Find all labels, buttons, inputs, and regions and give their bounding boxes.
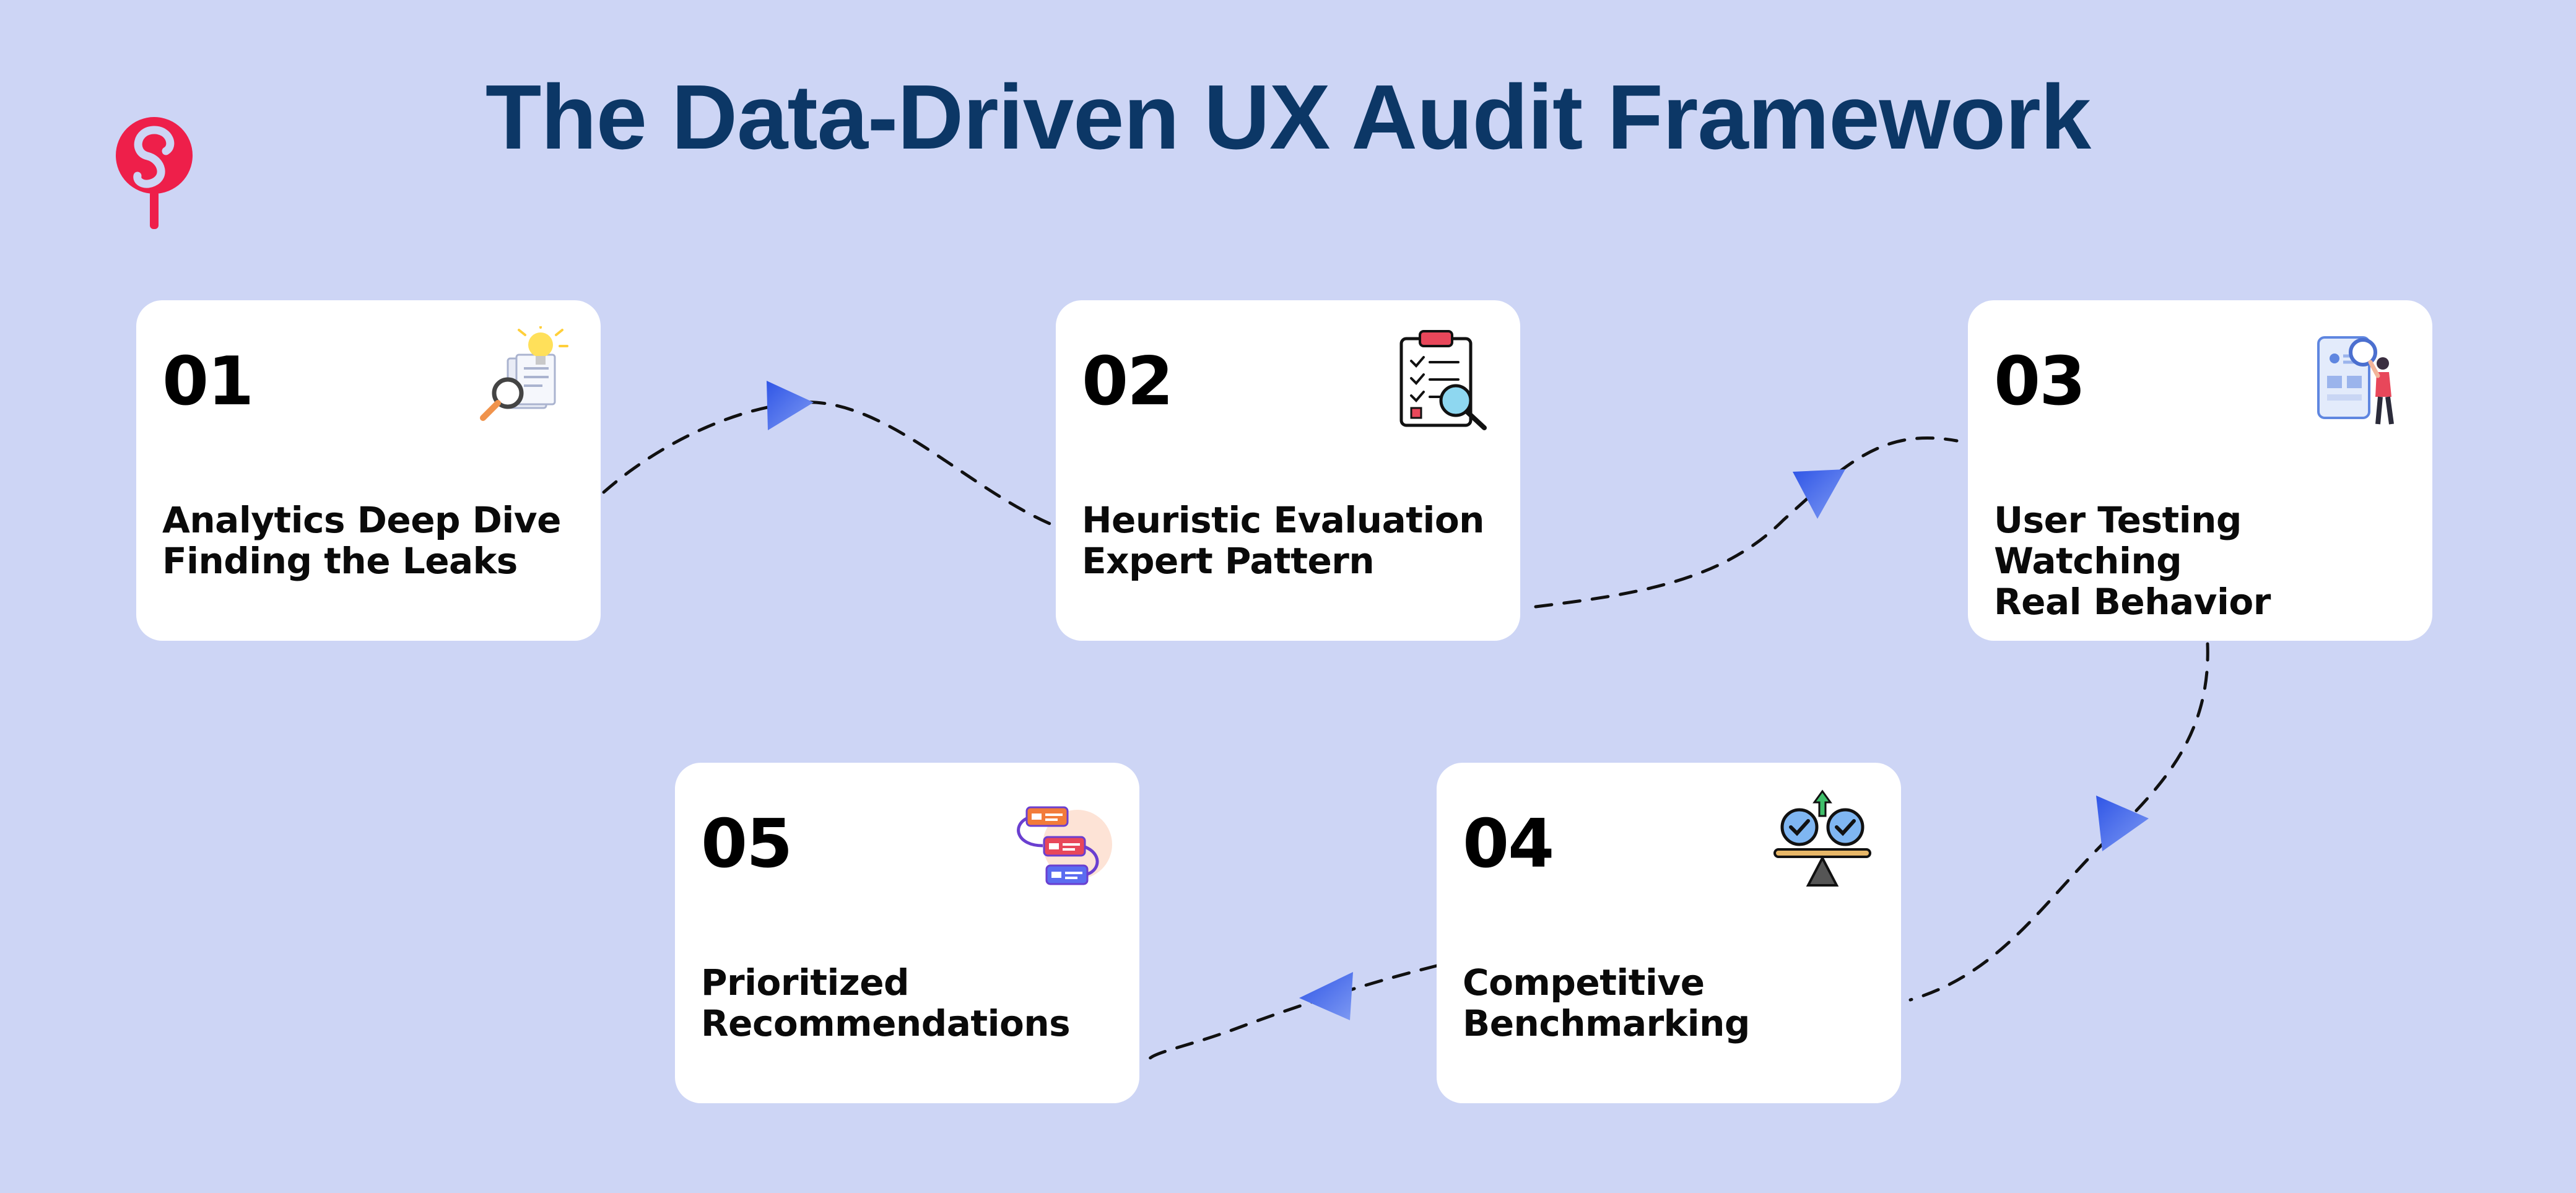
connector-04-05 bbox=[1147, 964, 1438, 1062]
magnifier-document-lightbulb-icon bbox=[480, 326, 568, 421]
step-number: 04 bbox=[1463, 805, 1554, 883]
step-card-04: 04 Competitive Benchmarking bbox=[1437, 763, 1901, 1103]
arrow-4 bbox=[1299, 972, 1353, 1020]
step-label: Competitive Benchmarking bbox=[1463, 961, 1750, 1044]
arrow-2 bbox=[1793, 469, 1845, 519]
step-card-01: 01 Analytics Deep Dive Finding the Leaks bbox=[136, 300, 601, 641]
step-number: 02 bbox=[1082, 343, 1173, 420]
prioritized-list-flow-icon bbox=[1017, 806, 1112, 885]
arrow-3 bbox=[2096, 796, 2149, 851]
page-title: The Data-Driven UX Audit Framework bbox=[485, 66, 2091, 168]
step-label: Prioritized Recommendations bbox=[701, 961, 1071, 1044]
clipboard-checklist-magnifier-icon bbox=[1399, 330, 1487, 430]
connector-02-03 bbox=[1534, 436, 1959, 609]
step-number: 03 bbox=[1994, 343, 2086, 420]
step-label: User Testing Watching Real Behavior bbox=[1994, 499, 2271, 623]
step-card-05: 05 Prioritized Recommendations bbox=[675, 763, 1139, 1103]
connector-01-02 bbox=[602, 401, 1058, 528]
connector-03-04 bbox=[1908, 642, 2209, 1002]
step-number: 01 bbox=[162, 343, 254, 420]
lollipop-logo-icon bbox=[116, 117, 193, 229]
step-label: Heuristic Evaluation Expert Pattern bbox=[1082, 499, 1484, 582]
balance-scale-icon bbox=[1773, 789, 1871, 887]
user-inspecting-screen-icon bbox=[2317, 336, 2394, 425]
step-card-03: 03 User Testing Watching Real Behavior bbox=[1968, 300, 2432, 641]
step-number: 05 bbox=[701, 805, 793, 883]
step-label: Analytics Deep Dive Finding the Leaks bbox=[162, 499, 561, 582]
arrow-1 bbox=[767, 381, 814, 430]
step-card-02: 02 Heuristic Evaluation Expert Pattern bbox=[1056, 300, 1520, 641]
